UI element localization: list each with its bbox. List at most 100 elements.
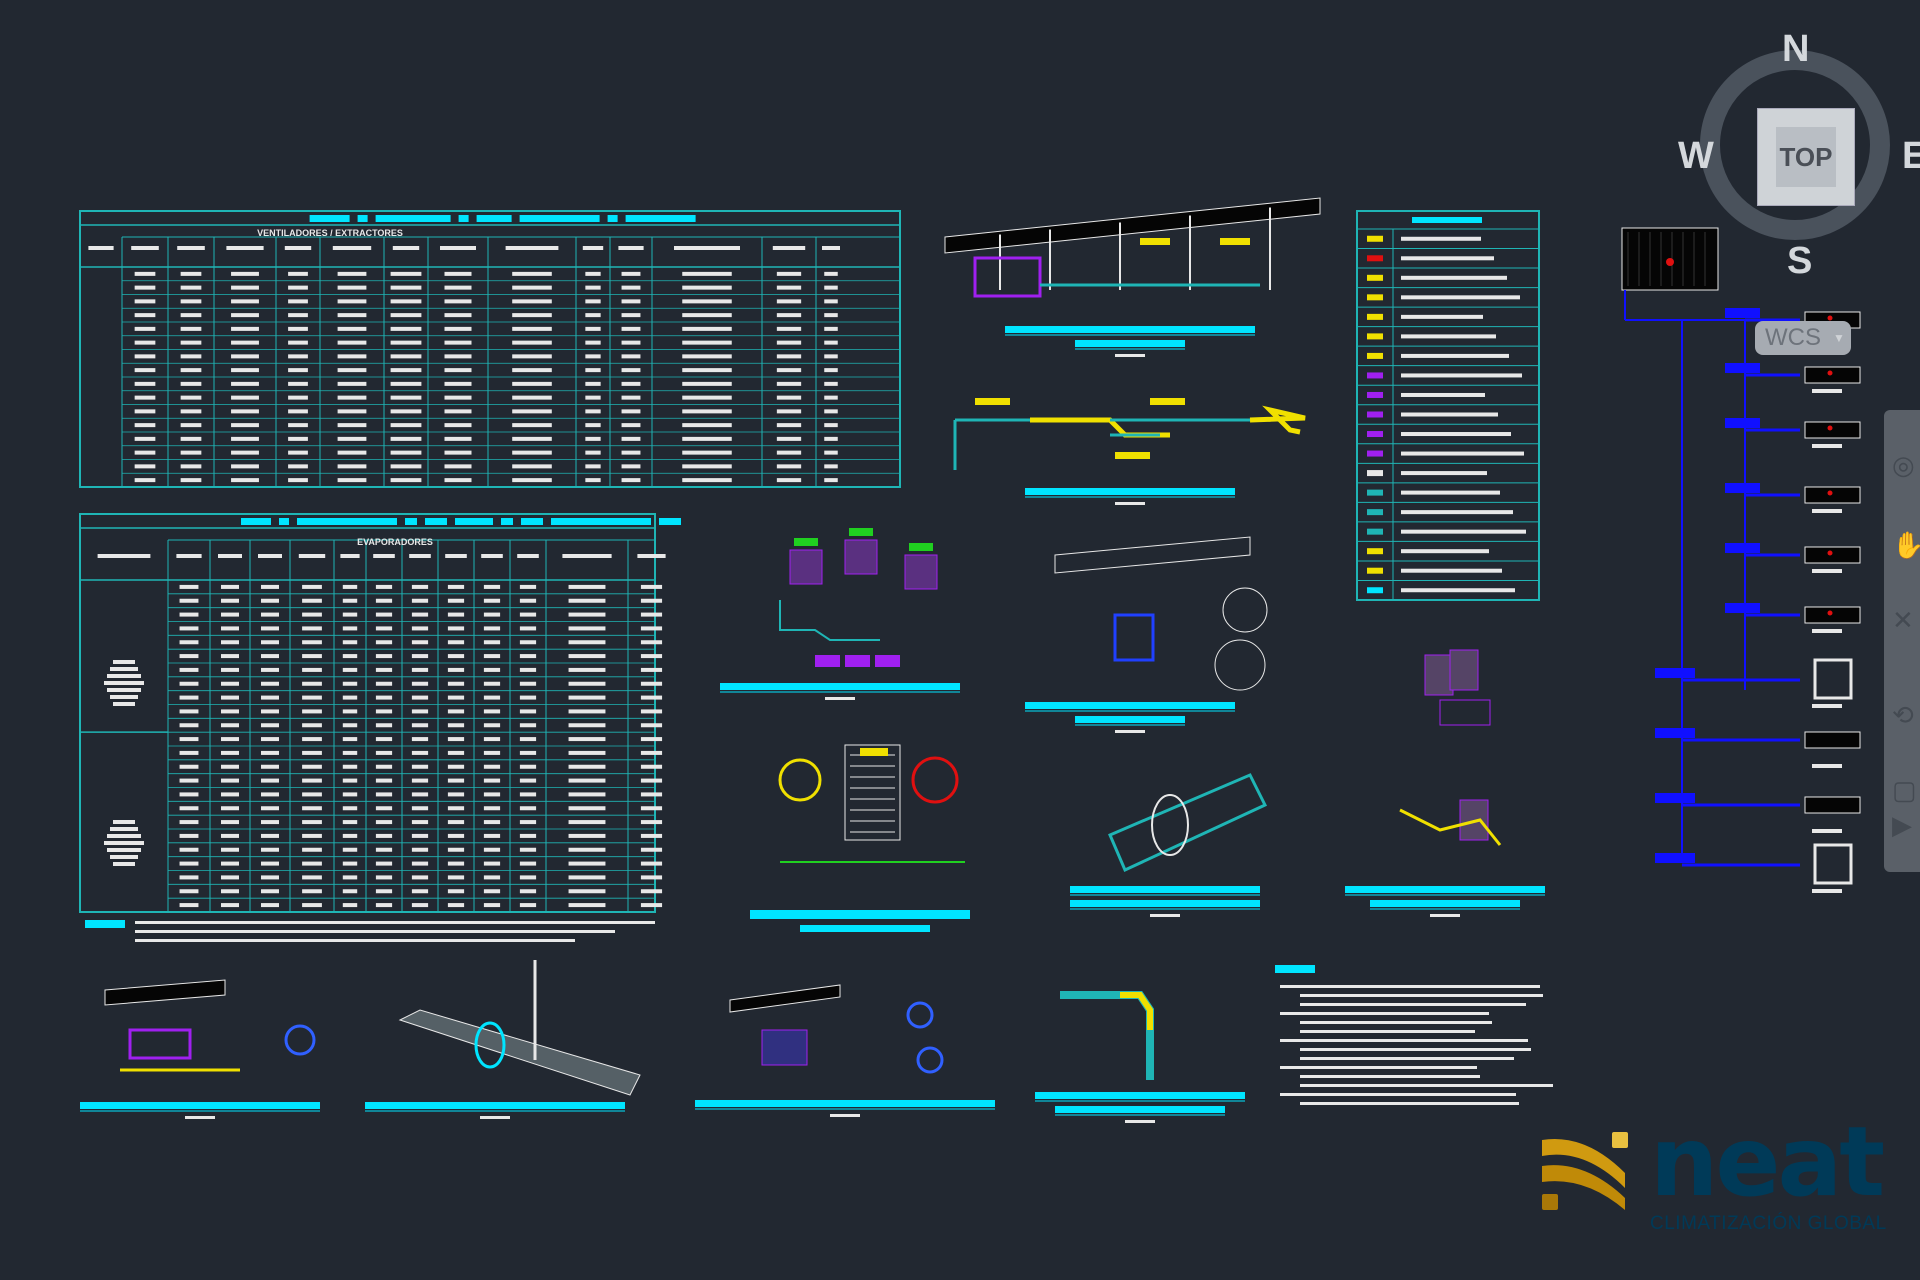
cell-value [261,889,279,894]
cell-value [585,478,601,483]
cell-value [221,626,239,631]
cell-value [568,709,606,714]
compass-west[interactable]: W [1678,135,1714,177]
cell-value [180,423,202,428]
cell-value [411,667,429,672]
cell-value [302,598,322,603]
cell-value [342,626,358,631]
cell-value [179,847,199,852]
cell-value [375,640,393,645]
cell-value [375,764,393,769]
cell-value [390,299,422,304]
cell-value [288,464,308,469]
cell-value [337,436,367,441]
detail-title-bar [800,925,930,932]
cell-value [776,436,802,441]
cell-value [483,861,501,866]
text-blob [107,674,141,678]
table-title-bar [625,215,696,222]
ucs-menu[interactable]: WCS ▼ [1755,321,1851,355]
cell-value [682,326,732,331]
cell-value [824,368,838,373]
header-label [674,246,740,250]
showmotion-icon[interactable]: ▶ [1892,810,1912,840]
cell-value [682,381,732,386]
header-label [440,246,476,250]
viewport-icon[interactable]: ▢ [1892,775,1917,805]
cell-value [640,667,663,672]
dimension-tag [1220,238,1250,245]
cell-value [682,354,732,359]
cell-value [640,820,663,825]
cell-value [179,584,199,589]
cell-value [179,903,199,908]
compass-south[interactable]: S [1787,240,1813,282]
detail-title-bar [1370,900,1520,907]
header-label [582,246,604,250]
cell-value [134,381,156,386]
cell-value [221,681,239,686]
unit-tag [1812,569,1842,573]
cell-value [342,833,358,838]
compass-north[interactable]: N [1782,28,1810,70]
viewcube-top-face[interactable]: TOP [1757,108,1855,206]
pipe [779,600,880,641]
text-blob [110,695,138,699]
cell-value [134,436,156,441]
outdoor-unit [904,554,938,590]
cell-value [568,750,606,755]
cell-value [221,695,239,700]
pan-hand-icon[interactable]: ✋ [1892,530,1920,560]
cell-value [221,889,239,894]
cell-value [447,640,465,645]
viewcube[interactable]: N S W E TOP [1678,28,1920,282]
cell-value [179,695,199,700]
cell-value [519,584,537,589]
cell-value [447,626,465,631]
header-label [176,554,202,558]
orbit-icon[interactable]: ⟲ [1892,700,1914,730]
table-title-bar [375,215,451,222]
header-label [562,554,612,558]
cell-value [288,299,308,304]
legend-symbol [1367,372,1383,379]
compass-east[interactable]: E [1902,135,1920,177]
cell-value [180,313,202,318]
table-title-bar [659,518,681,525]
legend-symbol [1367,411,1383,418]
cell-value [444,368,472,373]
cell-value [231,478,259,483]
text-blob [110,827,138,831]
cell-value [621,340,641,345]
cell-value [568,778,606,783]
table-title-bar [551,518,651,525]
cell-value [640,626,663,631]
indoor-unit-symbol [1804,486,1861,504]
cell-value [640,584,663,589]
cell-value [337,381,367,386]
detail-title-bar [1075,340,1185,347]
cell-value [302,723,322,728]
detail-scale-label [1150,914,1180,917]
cell-value [568,875,606,880]
note-line [1300,1021,1492,1024]
zoom-extents-icon[interactable]: ✕ [1892,605,1914,635]
cell-value [179,861,199,866]
dimension-tag [975,398,1010,405]
note-line [1280,1012,1489,1015]
steering-wheel-icon[interactable]: ◎ [1892,450,1915,480]
detail-title-bar [720,683,960,690]
cell-value [179,889,199,894]
cell-value [411,847,429,852]
drain-pipe [1060,991,1154,1080]
connection-detail [1439,699,1491,726]
unit-tag [1812,704,1842,708]
detail-title-bar [1025,488,1235,495]
cell-value [221,778,239,783]
cell-value [568,612,606,617]
cell-value [640,792,663,797]
cell-value [776,381,802,386]
cell-value [221,764,239,769]
indoor-unit-symbol [1804,366,1861,384]
